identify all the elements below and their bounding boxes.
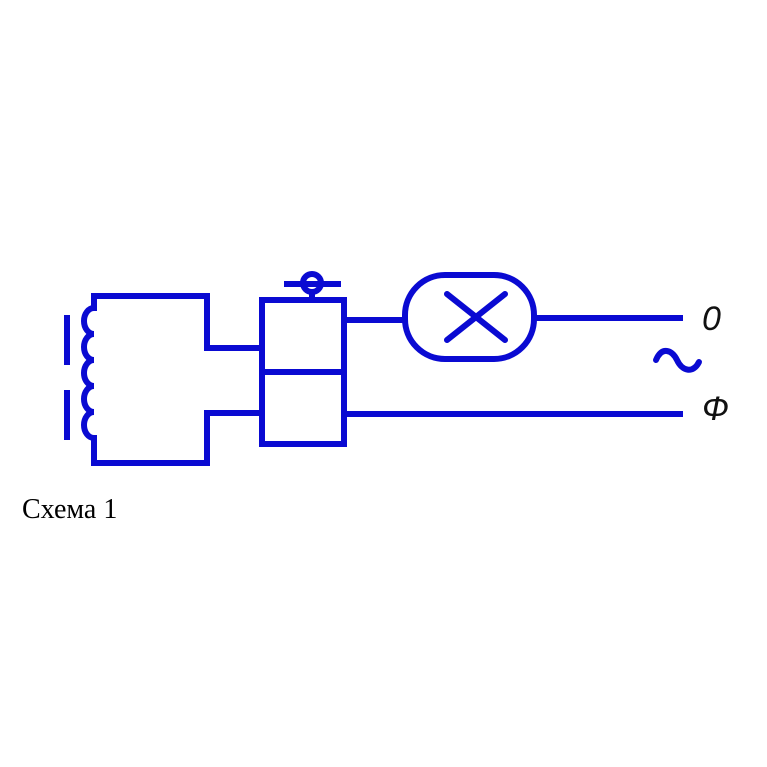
diagram-caption: Схема 1 xyxy=(22,494,118,525)
lamp-icon xyxy=(402,272,537,362)
push-button-switch-icon xyxy=(259,271,347,447)
terminal-label-zero: 0 xyxy=(702,300,721,338)
terminal-label-phase: Ф xyxy=(702,390,729,428)
ac-source-icon xyxy=(653,348,702,373)
wire-coil-bottom xyxy=(91,410,265,466)
wire-coil-top xyxy=(91,293,265,351)
inductor-coil-icon xyxy=(64,304,98,442)
